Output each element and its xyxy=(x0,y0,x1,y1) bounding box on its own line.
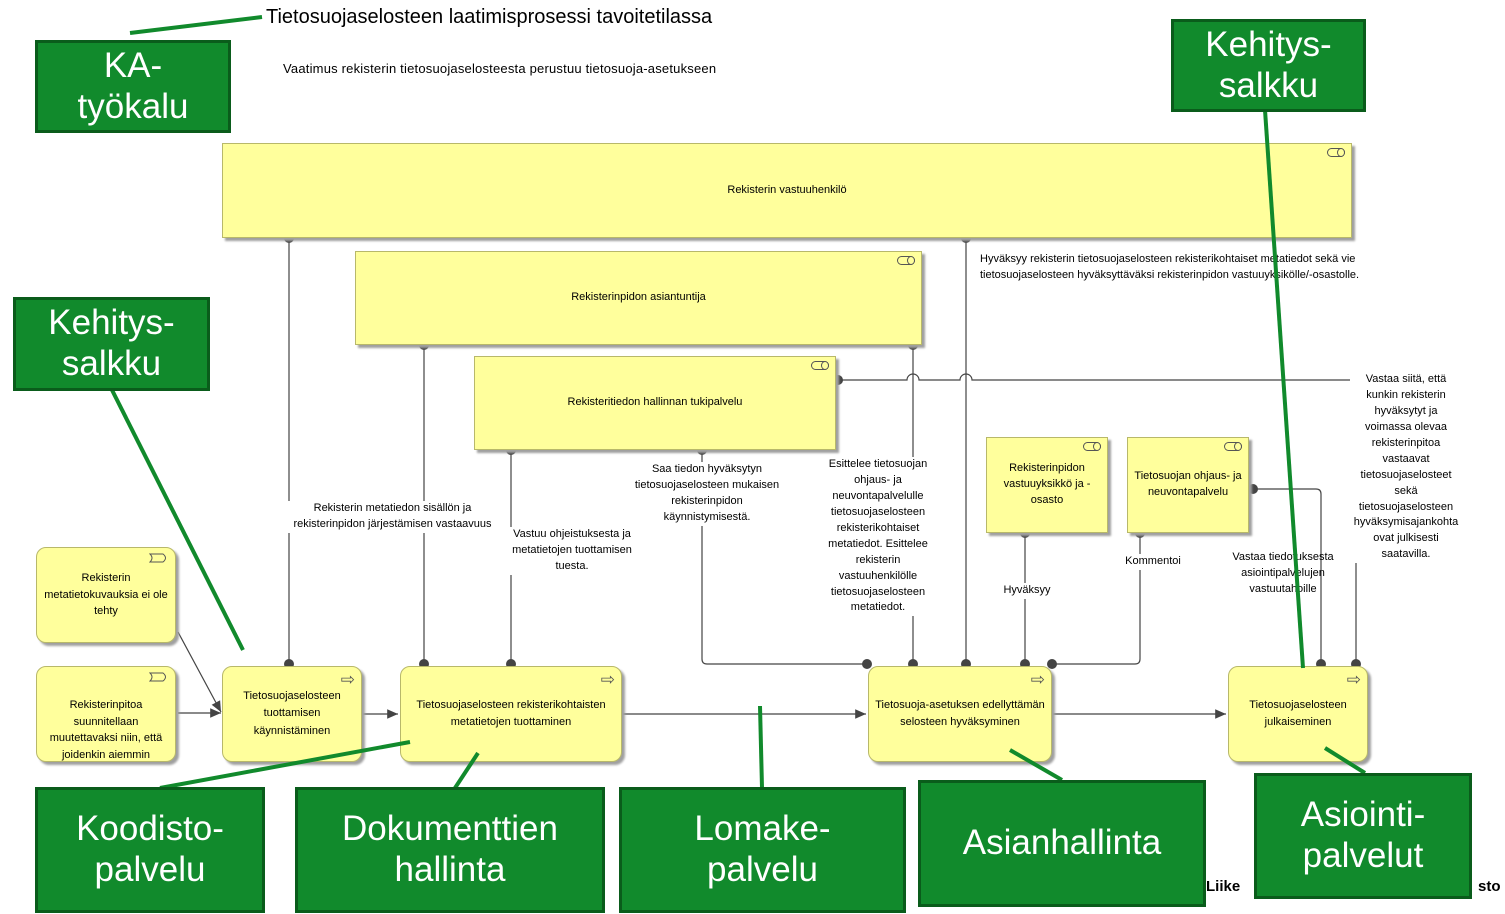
label-kommentoi: Kommentoi xyxy=(1117,554,1189,570)
process-hyvaksyminen[interactable]: Tietosuoja-asetuksen edellyttämän selost… xyxy=(868,666,1052,762)
diagram-subtitle: Vaatimus rekisterin tietosuojaselosteest… xyxy=(283,61,717,76)
role-label: Rekisteritiedon hallinnan tukipalvelu xyxy=(567,396,743,409)
label-hyvaksyy: Hyväksyy xyxy=(994,583,1060,599)
label-vastuu-ohjeistuksesta: Vastuu ohjeistuksesta ja metatietojen tu… xyxy=(497,527,647,575)
process-kaynnistaminen[interactable]: Tietosuojaselosteen tuottamisen käynnist… xyxy=(222,666,362,762)
role-rekisterin-vastuuhenkilo[interactable]: Rekisterin vastuuhenkilö xyxy=(222,143,1352,238)
tool-lomakepalvelu[interactable]: Lomake- palvelu xyxy=(619,787,906,913)
diagram-title: Tietosuojaselosteen laatimisprosessi tav… xyxy=(266,6,713,28)
event-label: Rekisterinpitoa suunnitellaan muutettava… xyxy=(49,699,163,761)
process-label: Tietosuojaselosteen tuottamisen käynnist… xyxy=(243,690,341,737)
process-arrow-icon: ⇨ xyxy=(600,670,615,689)
process-label: Tietosuojaselosteen rekisterikohtaisten … xyxy=(416,698,606,728)
tool-koodistopalvelu[interactable]: Koodisto- palvelu xyxy=(35,787,265,913)
conn-ohjaus-hyvaksyminen xyxy=(1052,533,1141,665)
footer-text-right: sto xyxy=(1478,878,1501,895)
process-arrow-icon: ⇨ xyxy=(1346,670,1361,689)
label-vastaa-siita: Vastaa siitä, että kunkin rekisterin hyv… xyxy=(1350,372,1462,564)
process-metatietojen-tuottaminen[interactable]: Tietosuojaselosteen rekisterikohtaisten … xyxy=(400,666,622,762)
label-saa-tiedon: Saa tiedon hyväksytyn tietosuojaselostee… xyxy=(632,462,782,526)
business-role-icon xyxy=(897,256,915,265)
label-vastaa-tiedotuksesta: Vastaa tiedotuksesta asiointipalvelujen … xyxy=(1232,551,1334,595)
business-role-icon xyxy=(1083,442,1101,451)
tool-kehityssalkku-left[interactable]: Kehitys- salkku xyxy=(13,297,210,391)
process-arrow-icon: ⇨ xyxy=(1030,670,1045,689)
event-label: Rekisterin metatietokuvauksia ei ole teh… xyxy=(44,572,168,618)
label-metatiedon-sisallon: Rekisterin metatiedon sisällön ja rekist… xyxy=(280,501,505,533)
business-role-icon xyxy=(1327,148,1345,157)
business-role-icon xyxy=(811,361,829,370)
business-role-icon xyxy=(1224,442,1242,451)
process-label: Tietosuoja-asetuksen edellyttämän selost… xyxy=(875,698,1045,728)
event-muutettavaksi[interactable]: Rekisterinpitoa suunnitellaan muutettava… xyxy=(36,666,176,762)
conn-ohjaus-julkaiseminen xyxy=(1253,488,1322,664)
footer-text-left: Liike xyxy=(1206,878,1241,895)
role-label: Rekisterin vastuuhenkilö xyxy=(727,183,847,196)
tool-kehityssalkku-top[interactable]: Kehitys- salkku xyxy=(1171,19,1366,112)
role-tietosuojan-ohjauspalvelu[interactable]: Tietosuojan ohjaus- ja neuvontapalvelu xyxy=(1127,437,1249,533)
business-event-icon xyxy=(149,553,166,563)
process-label: Tietosuojaselosteen julkaiseminen xyxy=(1249,698,1347,728)
tool-asiointipalvelut[interactable]: Asiointi- palvelut xyxy=(1254,773,1472,899)
role-rekisterinpidon-vastuuyksikko[interactable]: Rekisterinpidon vastuuyksikkö ja -osasto xyxy=(986,437,1108,533)
role-rekisteritiedon-tukipalvelu[interactable]: Rekisteritiedon hallinnan tukipalvelu xyxy=(474,356,836,450)
label-esittelee: Esittelee tietosuojan ohjaus- ja neuvont… xyxy=(818,457,938,617)
process-julkaiseminen[interactable]: Tietosuojaselosteen julkaiseminen ⇨ xyxy=(1228,666,1368,762)
event-metatietokuvauksia-ei-tehty[interactable]: Rekisterin metatietokuvauksia ei ole teh… xyxy=(36,547,176,643)
role-label: Rekisterinpidon vastuuyksikkö ja -osasto xyxy=(1003,462,1091,506)
tool-dokumenttien-hallinta[interactable]: Dokumenttien hallinta xyxy=(295,787,605,913)
business-event-icon xyxy=(149,672,166,682)
tool-asianhallinta[interactable]: Asianhallinta xyxy=(918,780,1206,907)
label-hyvaksyy-vie: Hyväksyy rekisterin tietosuojaselosteen … xyxy=(980,253,1360,281)
role-label: Rekisterinpidon asiantuntija xyxy=(571,291,706,304)
role-rekisterinpidon-asiantuntija[interactable]: Rekisterinpidon asiantuntija xyxy=(355,251,922,345)
role-label: Tietosuojan ohjaus- ja neuvontapalvelu xyxy=(1134,470,1242,498)
process-arrow-icon: ⇨ xyxy=(340,670,355,689)
tool-ka-tyokalu[interactable]: KA- työkalu xyxy=(35,40,231,133)
conn-tuki-hyvaksyminen xyxy=(701,450,867,665)
